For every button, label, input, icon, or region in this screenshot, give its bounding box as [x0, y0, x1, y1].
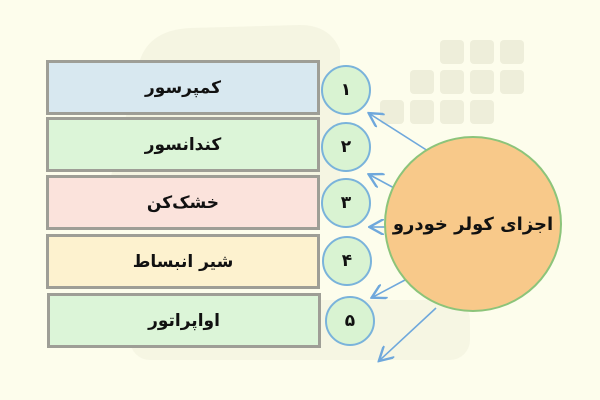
component-box-compressor: کمپرسور: [46, 60, 320, 115]
step-number-3: ۳: [321, 178, 371, 228]
step-number-5: ۵: [325, 296, 375, 346]
component-label: کمپرسور: [145, 77, 221, 98]
step-number-2: ۲: [321, 122, 371, 172]
component-label: شیر انبساط: [132, 251, 234, 272]
component-label: خشک‌کن: [146, 192, 220, 213]
center-node: اجزای کولر خودرو: [384, 136, 562, 312]
component-box-condenser: کندانسور: [46, 117, 320, 172]
component-box-dryer: خشک‌کن: [46, 175, 320, 230]
component-box-expansion-valve: شیر انبساط: [46, 234, 320, 289]
component-label: کندانسور: [144, 134, 222, 155]
center-label: اجزای کولر خودرو: [392, 213, 554, 235]
step-number-1: ۱: [321, 65, 371, 115]
component-label: اواپراتور: [148, 310, 220, 331]
step-number-4: ۴: [322, 236, 372, 286]
component-box-evaporator: اواپراتور: [47, 293, 321, 348]
